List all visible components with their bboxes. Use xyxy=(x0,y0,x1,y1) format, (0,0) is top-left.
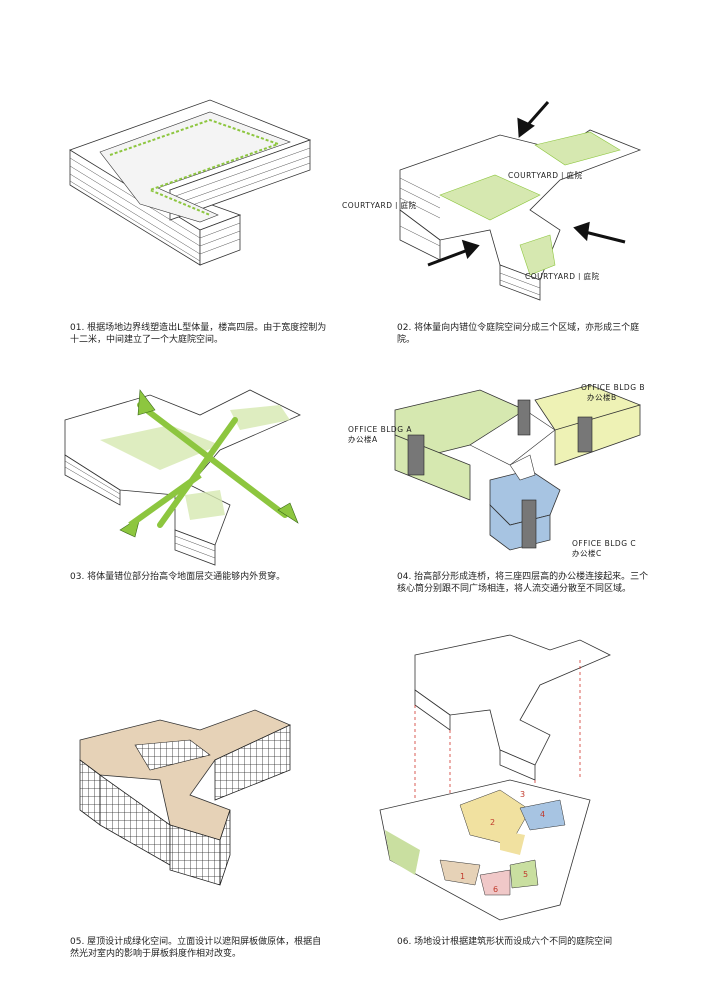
courtyard-label-bottom: COURTYARD丨庭院 xyxy=(525,272,600,281)
panel-4-office-buildings: OFFICE BLDG B 办公楼B OFFICE BLDG A 办公楼A OF… xyxy=(348,375,690,665)
office-b-cn: 办公楼B xyxy=(587,393,617,402)
office-a-en: OFFICE BLDG A xyxy=(348,425,413,434)
facade-roof-diagram xyxy=(79,709,291,886)
l-shape-massing-diagram xyxy=(69,99,312,266)
site-number-5: 5 xyxy=(523,870,529,879)
panel-3-circulation: 03. 将体量错位部分抬高令地面层交通能够内外贯穿。 xyxy=(40,375,370,665)
office-a-label: OFFICE BLDG A 办公楼A xyxy=(348,425,412,445)
office-c-cn: 办公楼C xyxy=(572,549,602,558)
courtyard-label-top: COURTYARD丨庭院 xyxy=(508,171,583,180)
caption-4: 04. 抬高部分形成连桥，将三座四层高的办公楼连接起来。三个核心筒分别跟不同广场… xyxy=(397,572,649,594)
site-number-4: 4 xyxy=(540,810,546,819)
panel-5-facade-roof: 05. 屋顶设计成绿化空间。立面设计以遮阳屏板做原体，根据自然光对室内的影响于屏… xyxy=(40,700,370,990)
office-a-cn: 办公楼A xyxy=(348,435,378,444)
courtyard-label-left: COURTYARD丨庭院 xyxy=(342,201,417,210)
office-buildings-diagram xyxy=(394,384,641,551)
courtyard-split-diagram xyxy=(399,101,642,301)
circulation-diagram xyxy=(64,389,301,566)
caption-6: 06. 场地设计根据建筑形状而设成六个不同的庭院空间 xyxy=(397,937,613,947)
office-c-label: OFFICE BLDG C 办公楼C xyxy=(572,539,636,559)
site-number-6: 6 xyxy=(493,885,499,894)
panel-6-site-design: 1 2 3 4 5 6 06. 场地设计根据建筑形状而设成六个不同的庭院空间 xyxy=(360,630,690,970)
site-number-1: 1 xyxy=(460,872,466,881)
site-number-2: 2 xyxy=(490,818,496,827)
caption-1: 01. 根据场地边界线塑造出L型体量，楼高四层。由于宽度控制为十二米，中间建立了… xyxy=(70,323,327,345)
site-design-diagram xyxy=(379,634,611,921)
caption-2: 02. 将体量向内错位令庭院空间分成三个区域，亦形成三个庭院。 xyxy=(397,323,640,345)
office-b-en: OFFICE BLDG B xyxy=(581,383,646,392)
panel-2-courtyards: COURTYARD丨庭院 COURTYARD丨庭院 COURTYARD丨庭院 0… xyxy=(342,70,690,360)
caption-3: 03. 将体量错位部分抬高令地面层交通能够内外贯穿。 xyxy=(70,572,286,582)
office-b-label: OFFICE BLDG B 办公楼B xyxy=(581,383,645,403)
site-number-3: 3 xyxy=(520,790,526,799)
caption-5: 05. 屋顶设计成绿化空间。立面设计以遮阳屏板做原体，根据自然光对室内的影响于屏… xyxy=(70,937,322,959)
office-c-en: OFFICE BLDG C xyxy=(572,539,637,548)
panel-1-l-shape-massing: 01. 根据场地边界线塑造出L型体量，楼高四层。由于宽度控制为十二米，中间建立了… xyxy=(40,70,370,360)
